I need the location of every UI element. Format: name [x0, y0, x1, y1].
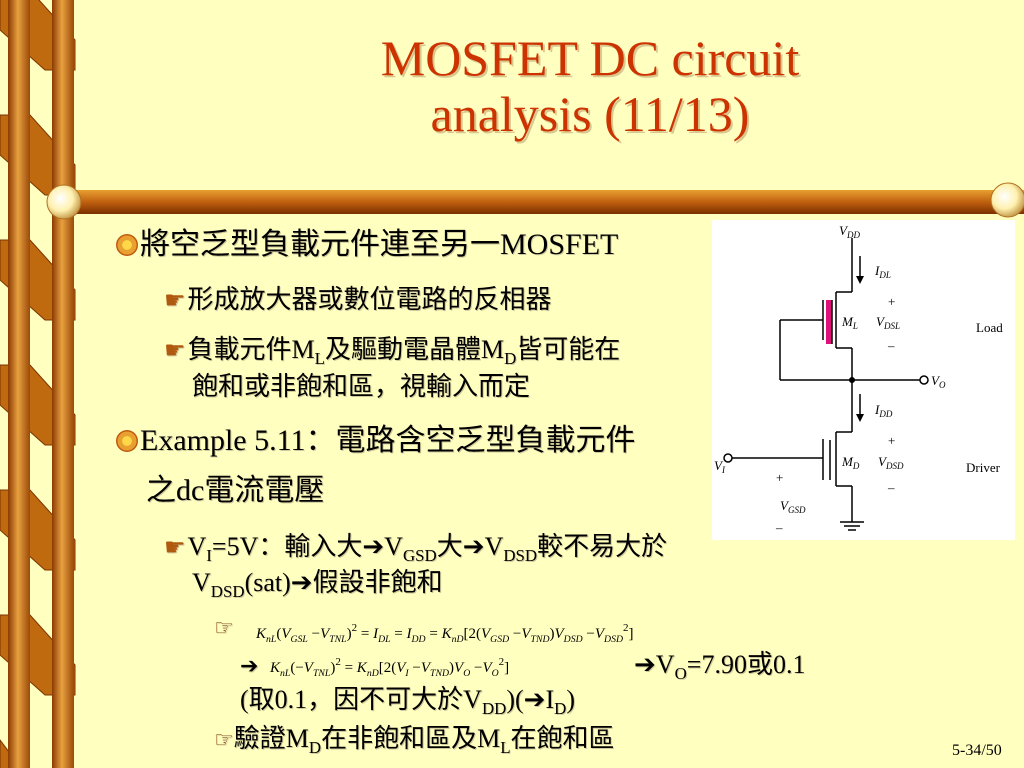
- svg-text:+: +: [776, 470, 783, 485]
- left-pole: [8, 0, 30, 768]
- pointing-hand-icon: ☛: [164, 286, 186, 314]
- svg-text:VI: VI: [714, 458, 726, 475]
- right-arrow-icon: ➔: [290, 568, 313, 597]
- equation-1: KnL(VGSL −VTNL)2 = IDL = IDD = KnD[2(VGS…: [256, 622, 634, 645]
- svg-text:MD: MD: [841, 454, 860, 471]
- horizontal-rod: [60, 190, 1024, 214]
- svg-text:VDSL: VDSL: [876, 314, 900, 331]
- bullet-2-1-line2: VDSD(sat)➔假設非飽和: [192, 568, 443, 602]
- bullet-2-line2: 之dc電流電壓: [146, 474, 325, 507]
- equation-bullet: ☞: [214, 610, 240, 646]
- bullet-1-2-line2: 飽和或非飽和區，視輸入而定: [192, 372, 531, 401]
- verify-line: ☞驗證MD在非飽和區及ML在飽和區: [214, 724, 615, 758]
- pointing-hand-icon: ☛: [164, 533, 186, 561]
- right-arrow-icon: ➔: [523, 685, 546, 714]
- equation-2-row: ➔: [240, 648, 258, 683]
- flower-bullet-icon: [116, 430, 138, 452]
- circuit-diagram: VDD IDL + ML VDSL – Load VO IDD + MD VDS…: [712, 220, 1015, 540]
- flower-bullet-icon: [116, 234, 138, 256]
- right-arrow-icon: ➔: [240, 653, 259, 678]
- svg-text:VGSD: VGSD: [780, 498, 806, 515]
- svg-text:Load: Load: [976, 320, 1003, 335]
- pointing-hand-icon: ☛: [164, 336, 186, 364]
- svg-text:+: +: [888, 294, 895, 309]
- bullet-2: Example 5.11：電路含空乏型負載元件: [116, 424, 636, 458]
- rod-bead-right: [990, 182, 1024, 218]
- svg-text:–: –: [887, 480, 895, 495]
- title-line-1: MOSFET DC circuit: [380, 30, 800, 86]
- equation-2: KnL(−VTNL)2 = KnD[2(VI −VTND)VO −VO2]: [270, 656, 510, 679]
- svg-text:–: –: [887, 338, 895, 353]
- equation-2-result: ➔VO=7.90或0.1: [634, 650, 806, 684]
- slide-title: MOSFET DC circuit analysis (11/13): [160, 30, 1020, 142]
- svg-text:VDSD: VDSD: [878, 454, 904, 471]
- right-arrow-icon: ➔: [634, 650, 656, 679]
- page-number: 5-34/50: [952, 742, 1002, 759]
- bullet-2-1: ☛VI=5V：輸入大➔VGSD大➔VDSD較不易大於: [164, 532, 668, 566]
- pointing-hand-outline-icon: ☞: [214, 728, 234, 753]
- svg-text:–: –: [775, 520, 783, 535]
- rod-bead-left: [46, 184, 82, 220]
- svg-text:VO: VO: [931, 373, 946, 390]
- svg-text:IDL: IDL: [874, 263, 891, 280]
- right-pole: [52, 0, 74, 768]
- bullet-1-2: ☛負載元件ML及驅動電晶體MD皆可能在: [164, 335, 621, 369]
- title-line-2: analysis (11/13): [430, 86, 750, 142]
- pointing-hand-outline-icon: ☞: [214, 616, 234, 641]
- svg-text:IDD: IDD: [874, 402, 893, 419]
- right-arrow-icon: ➔: [362, 532, 385, 561]
- note-line: (取0.1，因不可大於VDD)(➔ID): [240, 685, 576, 719]
- svg-text:Driver: Driver: [966, 460, 1001, 475]
- right-arrow-icon: ➔: [462, 532, 485, 561]
- depletion-channel: [826, 300, 832, 344]
- svg-text:VDD: VDD: [839, 223, 860, 240]
- bullet-1-1: ☛形成放大器或數位電路的反相器: [164, 285, 552, 314]
- svg-text:+: +: [888, 433, 895, 448]
- svg-text:ML: ML: [841, 314, 858, 331]
- bullet-1: 將空乏型負載元件連至另一MOSFET: [116, 228, 618, 262]
